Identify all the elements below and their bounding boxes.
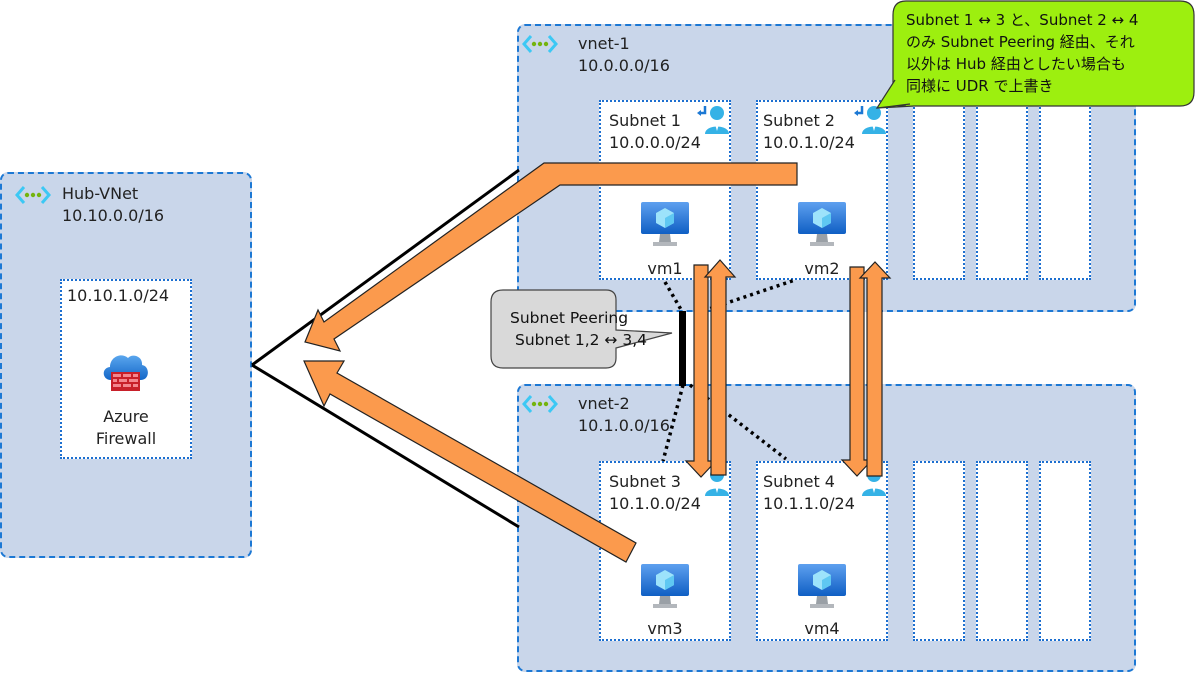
route-table-icon [697,106,729,134]
subnet-2-cidr: 10.0.1.0/24 [763,133,855,152]
subnet-3-cidr: 10.1.0.0/24 [609,494,701,513]
virtual-machine-icon [798,564,846,608]
virtual-machine-icon [641,202,689,246]
subnet-4-name: Subnet 4 [763,472,835,491]
hub-peering-line [251,168,520,367]
vm3-label: vm3 [647,619,683,638]
udr-callout-line3: 以外は Hub 経由としたい場合も [906,55,1126,73]
route-arrow-to-hub [303,360,637,563]
azure-firewall-icon [103,355,148,391]
vnet-2-cidr: 10.1.0.0/16 [578,416,670,435]
vnet-1-name: vnet-1 [578,34,630,53]
vnet-icon [15,186,51,204]
virtual-machine-icon [641,564,689,608]
empty-subnet-slot [913,461,965,641]
firewall-label-line2: Firewall [95,429,157,448]
subnet-peering-link [679,311,686,386]
hub-subnet-cidr: 10.10.1.0/24 [67,286,170,305]
empty-subnet-slot [976,100,1028,280]
udr-callout-line2: のみ Subnet Peering 経由、それ [906,33,1135,51]
peering-callout-line2: Subnet 1,2 ↔ 3,4 [515,331,648,349]
subnet-peering-dotted-line [661,384,685,462]
route-arrow-down [684,264,718,478]
hub-vnet-cidr: 10.10.0.0/16 [62,206,165,225]
subnet-1-cidr: 10.0.0.0/24 [609,133,701,152]
udr-callout-tail [875,79,911,109]
peering-callout-bubble [490,289,673,369]
route-arrow-up [703,259,737,476]
empty-subnet-slot [1039,461,1091,641]
peering-callout-line1: Subnet Peering [510,309,629,327]
subnet-2-name: Subnet 2 [763,111,835,130]
hub-peering-line [251,363,520,529]
vm2-label: vm2 [804,259,840,278]
empty-subnet-slot [913,100,965,280]
route-table-icon [854,106,886,134]
subnet-1-name: Subnet 1 [609,111,681,130]
vm4-label: vm4 [804,619,840,638]
empty-subnet-slot [1039,100,1091,280]
subnet-peering-dotted-line [696,278,796,315]
route-arrow-up [858,261,892,477]
udr-callout-line1: Subnet 1 ↔ 3 と、Subnet 2 ↔ 4 [906,11,1139,29]
empty-subnet-slot [976,461,1028,641]
subnet-3-name: Subnet 3 [609,472,681,491]
vm1-label: vm1 [647,259,683,278]
vnet-2-name: vnet-2 [578,394,630,413]
subnet-peering-dotted-line [663,281,685,314]
firewall-label-line1: Azure [103,407,149,426]
subnet-4-cidr: 10.1.1.0/24 [763,494,855,513]
virtual-machine-icon [798,202,846,246]
route-arrow-to-hub [304,162,798,352]
route-arrow-down [840,266,874,477]
vnet-icon [522,35,558,53]
hub-vnet-name: Hub-VNet [62,184,139,203]
vnet-icon [522,395,558,413]
vnet-1-cidr: 10.0.0.0/16 [578,56,670,75]
udr-callout-line4: 同様に UDR で上書き [906,77,1054,95]
